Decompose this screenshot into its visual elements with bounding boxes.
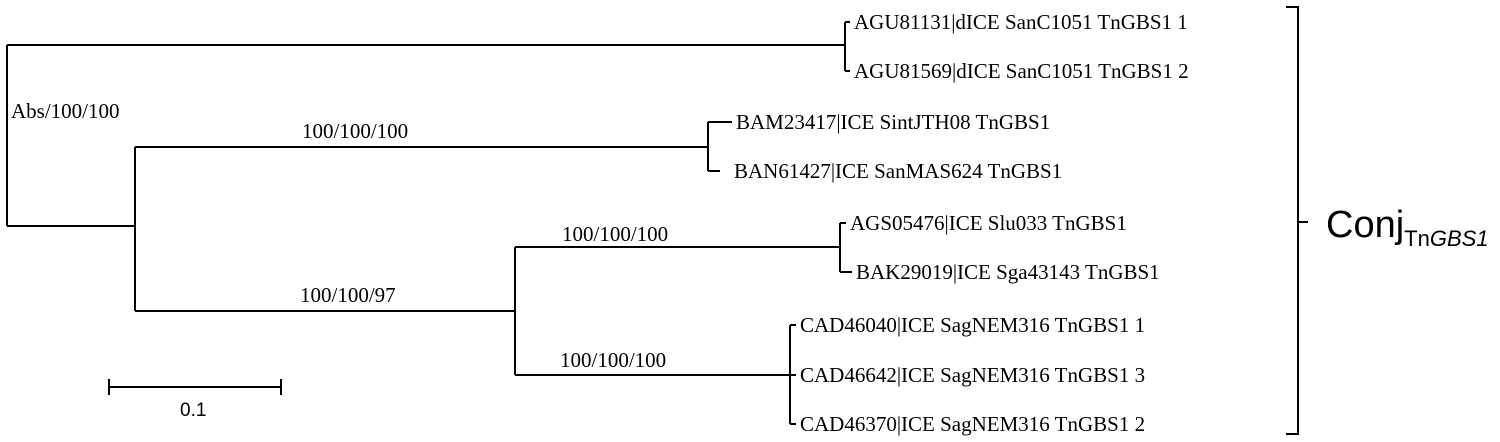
- scale-bar-label: 0.1: [180, 400, 206, 421]
- clade-subscript-prefix: Tn: [1404, 226, 1430, 251]
- leaf-label: BAN61427|ICE SanMAS624 TnGBS1: [734, 159, 1062, 183]
- leaf-label: AGS05476|ICE Slu033 TnGBS1: [850, 211, 1127, 235]
- leaf-label: BAM23417|ICE SintJTH08 TnGBS1: [736, 110, 1050, 134]
- clade-name: Conj: [1326, 204, 1404, 246]
- clade-label: ConjTnGBS1: [1326, 204, 1489, 251]
- leaf-label: AGU81569|dICE SanC1051 TnGBS1 2: [854, 59, 1189, 83]
- leaf-label: CAD46642|ICE SagNEM316 TnGBS1 3: [800, 363, 1145, 387]
- support-label-cad: 100/100/100: [560, 348, 666, 372]
- support-label-root: Abs/100/100: [11, 99, 120, 123]
- leaf-label: AGU81131|dICE SanC1051 TnGBS1 1: [854, 10, 1188, 34]
- leaf-label: CAD46370|ICE SagNEM316 TnGBS1 2: [800, 412, 1145, 436]
- clade-bracket: [1286, 6, 1308, 435]
- leaf-label: CAD46040|ICE SagNEM316 TnGBS1 1: [800, 313, 1145, 337]
- support-label-ags-bak: 100/100/100: [562, 222, 668, 246]
- leaf-label: BAK29019|ICE Sga43143 TnGBS1: [856, 260, 1160, 284]
- clade-subscript-italic: GBS1: [1430, 226, 1489, 251]
- support-label-lower: 100/100/97: [300, 283, 396, 307]
- support-label-bam-ban: 100/100/100: [302, 119, 408, 143]
